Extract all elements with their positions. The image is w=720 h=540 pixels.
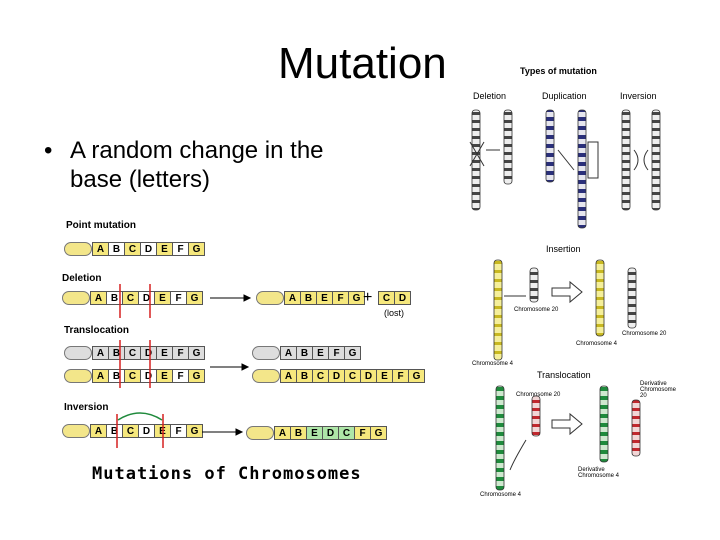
translocation-block-arrow	[552, 414, 582, 434]
inversion-swap-marks	[634, 150, 648, 170]
trans-chrom20	[532, 396, 540, 436]
insertion-result4	[596, 260, 604, 336]
insertion-chrom20	[530, 268, 538, 302]
inversion-chrom-b	[652, 110, 660, 210]
duplication-box	[588, 142, 598, 178]
duplication-chrom-a	[546, 110, 554, 182]
trans-result4	[600, 386, 608, 462]
insertion-result20	[628, 268, 636, 328]
insertion-block-arrow	[552, 282, 582, 302]
trans-result20	[632, 400, 640, 456]
translocation-pointer	[510, 440, 526, 470]
duplication-pointer	[558, 150, 574, 170]
trans-chrom4	[496, 386, 504, 490]
deletion-chrom-b	[504, 110, 512, 184]
inversion-chrom-a	[622, 110, 630, 210]
insertion-chrom4	[494, 260, 502, 360]
duplication-chrom-b	[578, 110, 586, 228]
